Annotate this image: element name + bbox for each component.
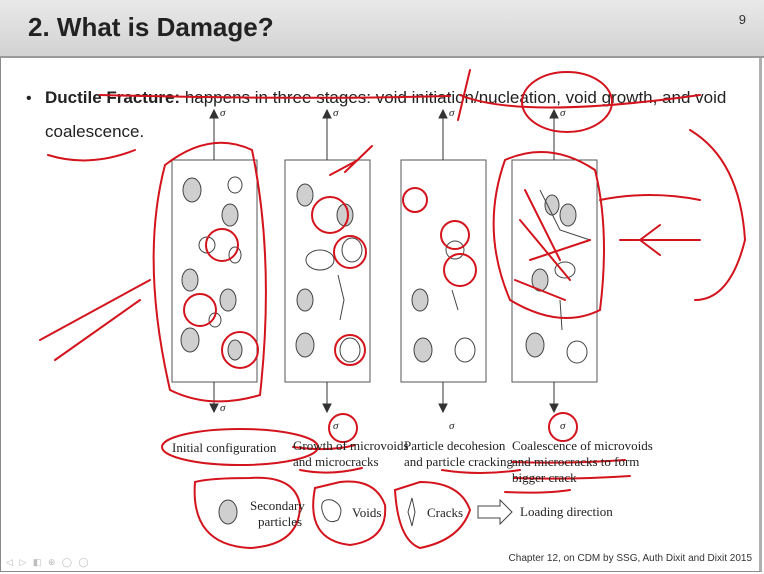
caption-particle-1: Particle decohesion xyxy=(404,438,505,454)
sigma-bot-2: σ xyxy=(333,420,338,432)
legend-void-icon xyxy=(322,500,341,522)
legend-particle-icon xyxy=(219,500,237,524)
legend-cracks: Cracks xyxy=(427,505,463,521)
legend-arrow-icon xyxy=(478,500,512,524)
sigma-bot-3: σ xyxy=(449,420,454,432)
caption-growth-2: and microcracks xyxy=(293,454,379,470)
legend-secondary-2: particles xyxy=(258,514,302,530)
caption-initial: Initial configuration xyxy=(172,440,276,456)
caption-particle-2: and particle cracking xyxy=(404,454,513,470)
particles xyxy=(181,178,576,362)
specimen-box-4 xyxy=(512,160,597,382)
sigma-bot-1: σ xyxy=(220,402,225,414)
legend-crack-icon xyxy=(408,498,415,526)
legend-voids: Voids xyxy=(352,505,381,521)
sigma-bot-4: σ xyxy=(560,420,565,432)
caption-coalescence-1: Coalescence of microvoids xyxy=(512,438,653,454)
legend-loading: Loading direction xyxy=(520,504,613,520)
red-annotations xyxy=(40,70,745,548)
slide-controls[interactable]: ◁ ▷ ◧ ⊕ ◯ ◯ xyxy=(6,557,91,568)
sigma-top-3: σ xyxy=(449,107,454,119)
caption-coalescence-2: and microcracks to form xyxy=(512,454,639,470)
sigma-top-1: σ xyxy=(220,107,225,119)
footer-citation: Chapter 12, on CDM by SSG, Auth Dixit an… xyxy=(509,553,752,564)
sigma-top-2: σ xyxy=(333,107,338,119)
legend-secondary-1: Secondary xyxy=(250,498,305,514)
sigma-top-4: σ xyxy=(560,107,565,119)
caption-growth-1: Growth of microvoids xyxy=(293,438,409,454)
caption-coalescence-3: bigger crack xyxy=(512,470,577,486)
